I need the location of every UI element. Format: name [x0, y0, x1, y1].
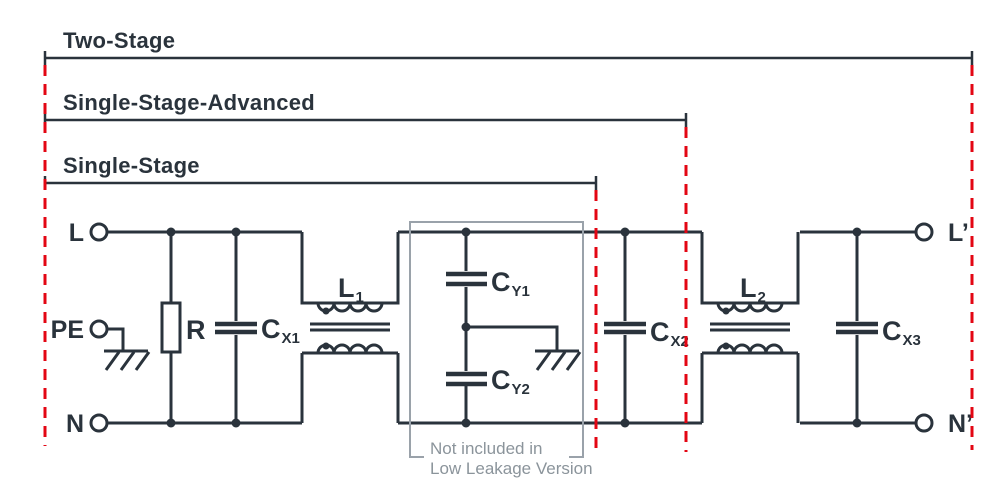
terminal-l-in: L: [69, 219, 109, 247]
cy1-label: CY1: [491, 267, 530, 300]
terminal-n-in: N: [66, 410, 109, 438]
capacitor-cx1: CX1: [215, 232, 300, 423]
capacitor-cy2: CY2: [446, 327, 530, 423]
resistor-label: R: [186, 315, 206, 345]
winding-polarity-dot: [722, 342, 730, 350]
bracket-two-stage: Two-Stage: [43, 28, 974, 65]
ground-icon: [535, 349, 582, 371]
terminal-circle: [89, 319, 109, 339]
winding-polarity-dot: [322, 307, 330, 315]
l2-core-lines: [710, 322, 790, 332]
stage-boundary-lines: [43, 65, 974, 452]
l2-top-winding: [716, 302, 784, 313]
junction-dot: [461, 418, 471, 428]
two-stage-label: Two-Stage: [63, 28, 175, 53]
winding-polarity-dot: [322, 342, 330, 350]
choke-l1: L1: [300, 232, 400, 423]
junction-dot: [231, 418, 241, 428]
cx3-plates: [836, 321, 878, 335]
l2-frame-wires: [700, 232, 800, 423]
single-stage-bracket-line: [43, 176, 598, 190]
choke-l2: L2: [700, 232, 800, 423]
terminal-l-out: L’: [914, 219, 969, 247]
junction-dot: [461, 322, 471, 332]
cy1-plates: [446, 271, 487, 287]
single-stage-label: Single-Stage: [63, 153, 200, 178]
junction-dot: [852, 418, 862, 428]
single-stage-advanced-bracket-line: [43, 113, 688, 127]
terminal-pe: PE: [51, 316, 151, 371]
capacitor-cy1: CY1: [446, 232, 530, 327]
junction-dot: [620, 418, 630, 428]
cx2-plates: [604, 321, 646, 335]
terminal-circle: [89, 413, 109, 433]
terminal-circle: [89, 222, 109, 242]
cx2-label: CX2: [650, 317, 689, 350]
cy2-plates: [446, 371, 487, 387]
junction-dot: [231, 227, 241, 237]
single-stage-advanced-label: Single-Stage-Advanced: [63, 90, 315, 115]
terminal-circle: [914, 222, 934, 242]
l1-label: L1: [338, 273, 364, 306]
ground-icon: [104, 349, 151, 371]
resistor-r: R: [160, 232, 206, 423]
junction-dot: [166, 418, 176, 428]
low-leakage-option-box: Not included in Low Leakage Version: [409, 221, 593, 478]
bracket-single-stage-advanced: Single-Stage-Advanced: [43, 90, 688, 127]
junction-dot: [620, 227, 630, 237]
cy2-label: CY2: [491, 365, 530, 398]
l2-bottom-winding: [716, 343, 784, 354]
capacitor-cx2: CX2: [604, 232, 689, 423]
junction-dots: [166, 227, 862, 428]
two-stage-bracket-line: [43, 51, 974, 65]
cx1-plates: [215, 321, 257, 335]
capacitor-cx3: CX3: [836, 232, 921, 423]
junction-dot: [461, 227, 471, 237]
terminal-pe-label: PE: [51, 316, 84, 344]
l1-bottom-winding: [316, 343, 384, 354]
y-ground-wire: [466, 325, 559, 351]
terminal-circle: [914, 413, 934, 433]
terminal-n-out-label: N’: [948, 410, 973, 438]
junction-dot: [852, 227, 862, 237]
pe-ground-wire: [107, 327, 125, 351]
cx3-label: CX3: [882, 316, 921, 349]
l1-top-winding: [316, 302, 384, 313]
cx1-label: CX1: [261, 314, 300, 347]
terminal-l-label: L: [69, 219, 84, 247]
junction-dot: [166, 227, 176, 237]
l2-label: L2: [740, 273, 766, 306]
y-cap-ground-branch: [466, 325, 582, 371]
l1-frame-wires: [300, 232, 400, 423]
option-note-line1: Not included in: [430, 439, 542, 458]
terminal-l-out-label: L’: [948, 219, 969, 247]
resistor-body: [160, 301, 182, 354]
terminal-n-out: N’: [914, 410, 973, 438]
l1-core-lines: [310, 322, 390, 332]
bracket-single-stage: Single-Stage: [43, 153, 598, 190]
option-note-line2: Low Leakage Version: [430, 459, 593, 478]
terminal-n-label: N: [66, 410, 84, 438]
option-box-outline: [409, 221, 584, 458]
winding-polarity-dot: [722, 307, 730, 315]
